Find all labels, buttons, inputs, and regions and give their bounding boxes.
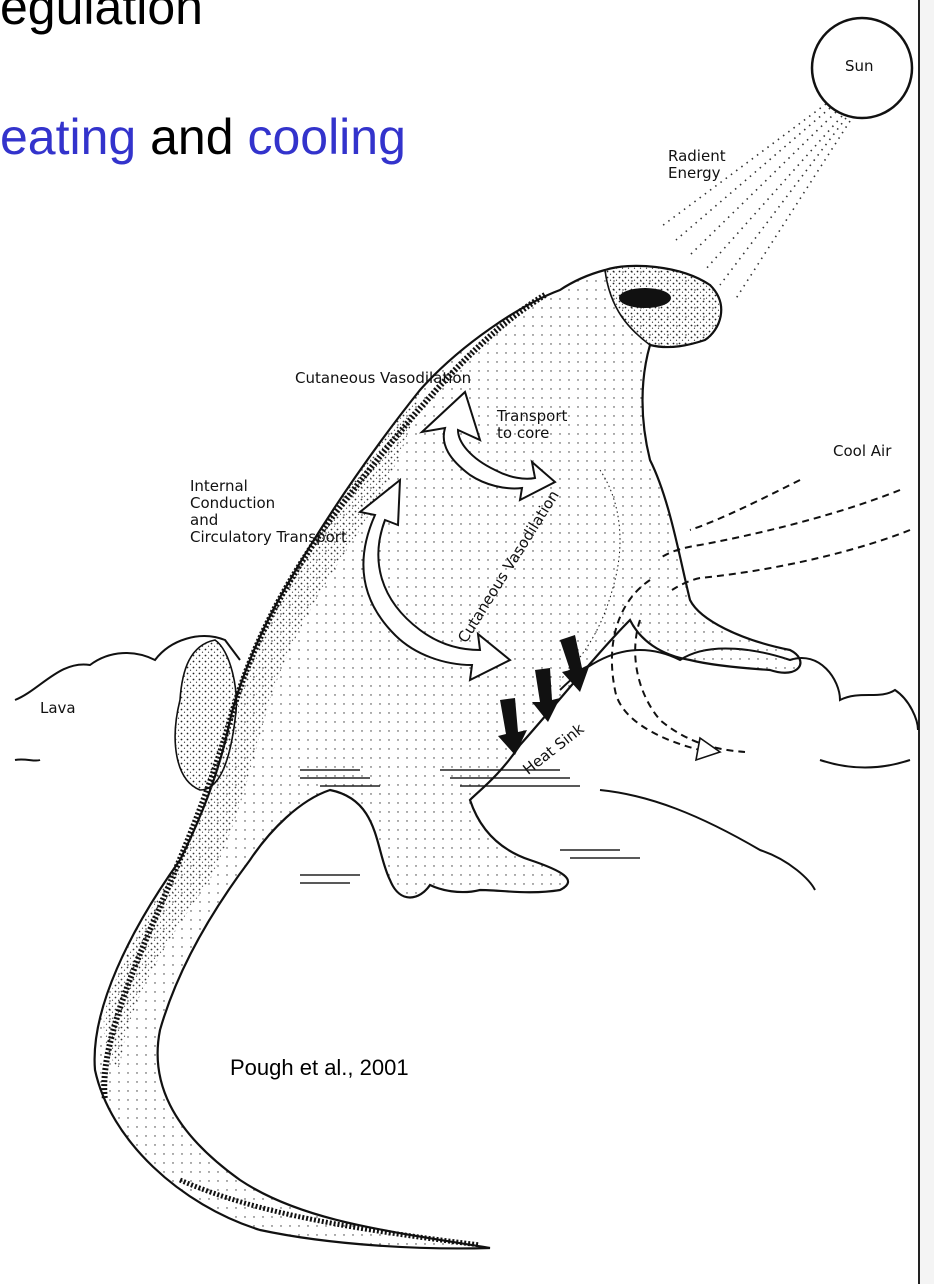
sun-label: Sun	[845, 58, 874, 75]
cutaneous-vasodilation-top-label: Cutaneous Vasodilation	[295, 370, 471, 387]
internal-conduction-label: Internal Conduction and Circulatory Tran…	[190, 478, 347, 546]
radiant-energy-label: Radient Energy	[668, 148, 726, 182]
radiant-energy-beam	[662, 104, 850, 300]
cool-air-arrowhead	[696, 738, 720, 760]
cool-air-label: Cool Air	[833, 443, 891, 460]
citation: Pough et al., 2001	[230, 1055, 409, 1081]
lava-label: Lava	[40, 700, 76, 717]
transport-to-core-label: Transport to core	[497, 408, 567, 442]
eye-icon	[619, 288, 671, 308]
